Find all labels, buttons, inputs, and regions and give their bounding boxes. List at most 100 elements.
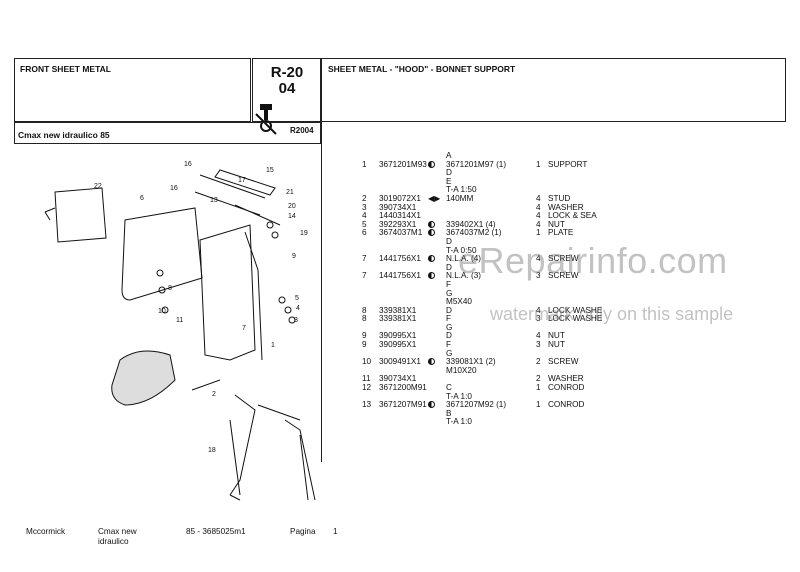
part-alt-code: A xyxy=(446,151,452,160)
parts-row: M5X40 xyxy=(358,297,658,307)
part-ref: 5 xyxy=(362,219,367,229)
callout-13: 13 xyxy=(210,197,218,204)
part-alt-code: G xyxy=(446,288,453,298)
part-code: 3019072X1 xyxy=(379,193,421,203)
part-description: NUT xyxy=(548,331,565,341)
part-alt-code: D xyxy=(446,236,452,246)
column-divider xyxy=(321,122,322,462)
section-code-line2: 04 xyxy=(278,80,296,97)
footer-page-label: Pagina xyxy=(290,527,316,536)
part-qty: 1 xyxy=(536,159,541,169)
part-qty: 1 xyxy=(536,228,541,238)
tool-icon xyxy=(255,104,277,135)
parts-row: 7 1441756X1 N.L.A. (4) 4 SCREW xyxy=(358,255,658,264)
part-qty: 3 xyxy=(536,271,541,281)
parts-row: B xyxy=(358,408,658,419)
callout-16b: 16 xyxy=(170,185,178,192)
callout-14: 14 xyxy=(288,213,296,220)
part-qty: 4 xyxy=(536,254,541,264)
part-alt-code: D xyxy=(446,262,452,272)
part-alt-code: G xyxy=(446,322,453,332)
part-code: 1441756X1 xyxy=(379,254,421,264)
parts-row: F xyxy=(358,280,658,290)
watermark-note: watermark only on this sample xyxy=(490,304,734,324)
part-qty: 4 xyxy=(536,193,541,203)
part-code: 390995X1 xyxy=(379,331,417,341)
part-qty: 4 xyxy=(536,211,541,221)
part-ref: 8 xyxy=(362,314,367,324)
part-description: SCREW xyxy=(548,254,579,264)
part-ref: 6 xyxy=(362,228,367,238)
part-description: WASHER xyxy=(548,202,584,212)
part-description: SCREW xyxy=(548,357,579,367)
part-code: 390995X1 xyxy=(379,340,417,350)
part-alt-code: T-A 1:50 xyxy=(446,185,477,195)
part-qty: 3 xyxy=(536,340,541,350)
parts-row: G xyxy=(358,349,658,359)
part-code: 3674037M1 xyxy=(379,228,423,238)
part-description: LOCK WASHE xyxy=(548,314,603,324)
part-description: NUT xyxy=(548,340,565,350)
exploded-diagram: 22 6 16 16 15 17 13 21 20 14 19 9 8 5 4 … xyxy=(44,161,316,501)
callout-18: 18 xyxy=(208,447,216,454)
parts-row: T-A 1:50 xyxy=(358,186,658,195)
part-qty: 3 xyxy=(536,314,541,324)
part-code: 1441756X1 xyxy=(379,271,421,281)
part-alt-code: B xyxy=(446,408,452,418)
part-code: 3671207M91 xyxy=(379,400,427,410)
part-description: LOCK WASHE xyxy=(548,305,603,315)
footer-model-line2: idraulico xyxy=(98,537,129,546)
part-alt-code: 140MM xyxy=(446,193,474,203)
part-ref: 3 xyxy=(362,202,367,212)
part-code: 3671200M91 xyxy=(379,383,427,393)
callout-3: 3 xyxy=(294,317,298,324)
part-qty: 4 xyxy=(536,305,541,315)
part-alt-code: F xyxy=(446,314,452,324)
part-ref: 7 xyxy=(362,254,367,264)
part-alt-code: 339081X1 (2) xyxy=(446,357,496,367)
part-code: 3671201M93 xyxy=(379,159,427,169)
group-title: SHEET METAL - "HOOD" - BONNET SUPPORT xyxy=(328,64,516,74)
footer-brand: Mccormick xyxy=(26,527,66,536)
callout-21: 21 xyxy=(286,189,294,196)
part-qty: 4 xyxy=(536,331,541,341)
part-alt-code: 3671201M97 (1) xyxy=(446,159,507,169)
part-alt-code: T-A 1:0 xyxy=(446,391,472,401)
callout-10: 10 xyxy=(158,308,166,315)
part-code: 1440314X1 xyxy=(379,211,421,221)
part-alt-code: N.L.A. (4) xyxy=(446,254,482,264)
callout-17: 17 xyxy=(238,177,246,184)
part-qty: 2 xyxy=(536,357,541,367)
part-qty: 4 xyxy=(536,219,541,229)
part-qty: 1 xyxy=(536,383,541,393)
parts-row: T-A 0:50 xyxy=(358,245,658,256)
callout-19: 19 xyxy=(300,230,308,237)
watermark-site: eRepairinfo.com xyxy=(458,240,728,281)
machine-name: Cmax new idraulico 85 xyxy=(18,130,110,140)
parts-row: M10X20 xyxy=(358,366,658,376)
part-ref: 1 xyxy=(362,159,367,169)
part-ref: 8 xyxy=(362,305,367,315)
part-description: CONROD xyxy=(548,383,585,393)
part-alt-code: 3674037M2 (1) xyxy=(446,228,502,238)
part-alt-code: T-A 0:50 xyxy=(446,245,477,255)
parts-row: G xyxy=(358,322,658,333)
part-description: STUD xyxy=(548,193,571,203)
part-description: CONROD xyxy=(548,400,585,410)
part-alt-code: C xyxy=(446,383,452,393)
parts-row: D xyxy=(358,169,658,178)
hood-part xyxy=(111,350,176,406)
callout-9: 9 xyxy=(292,253,296,260)
